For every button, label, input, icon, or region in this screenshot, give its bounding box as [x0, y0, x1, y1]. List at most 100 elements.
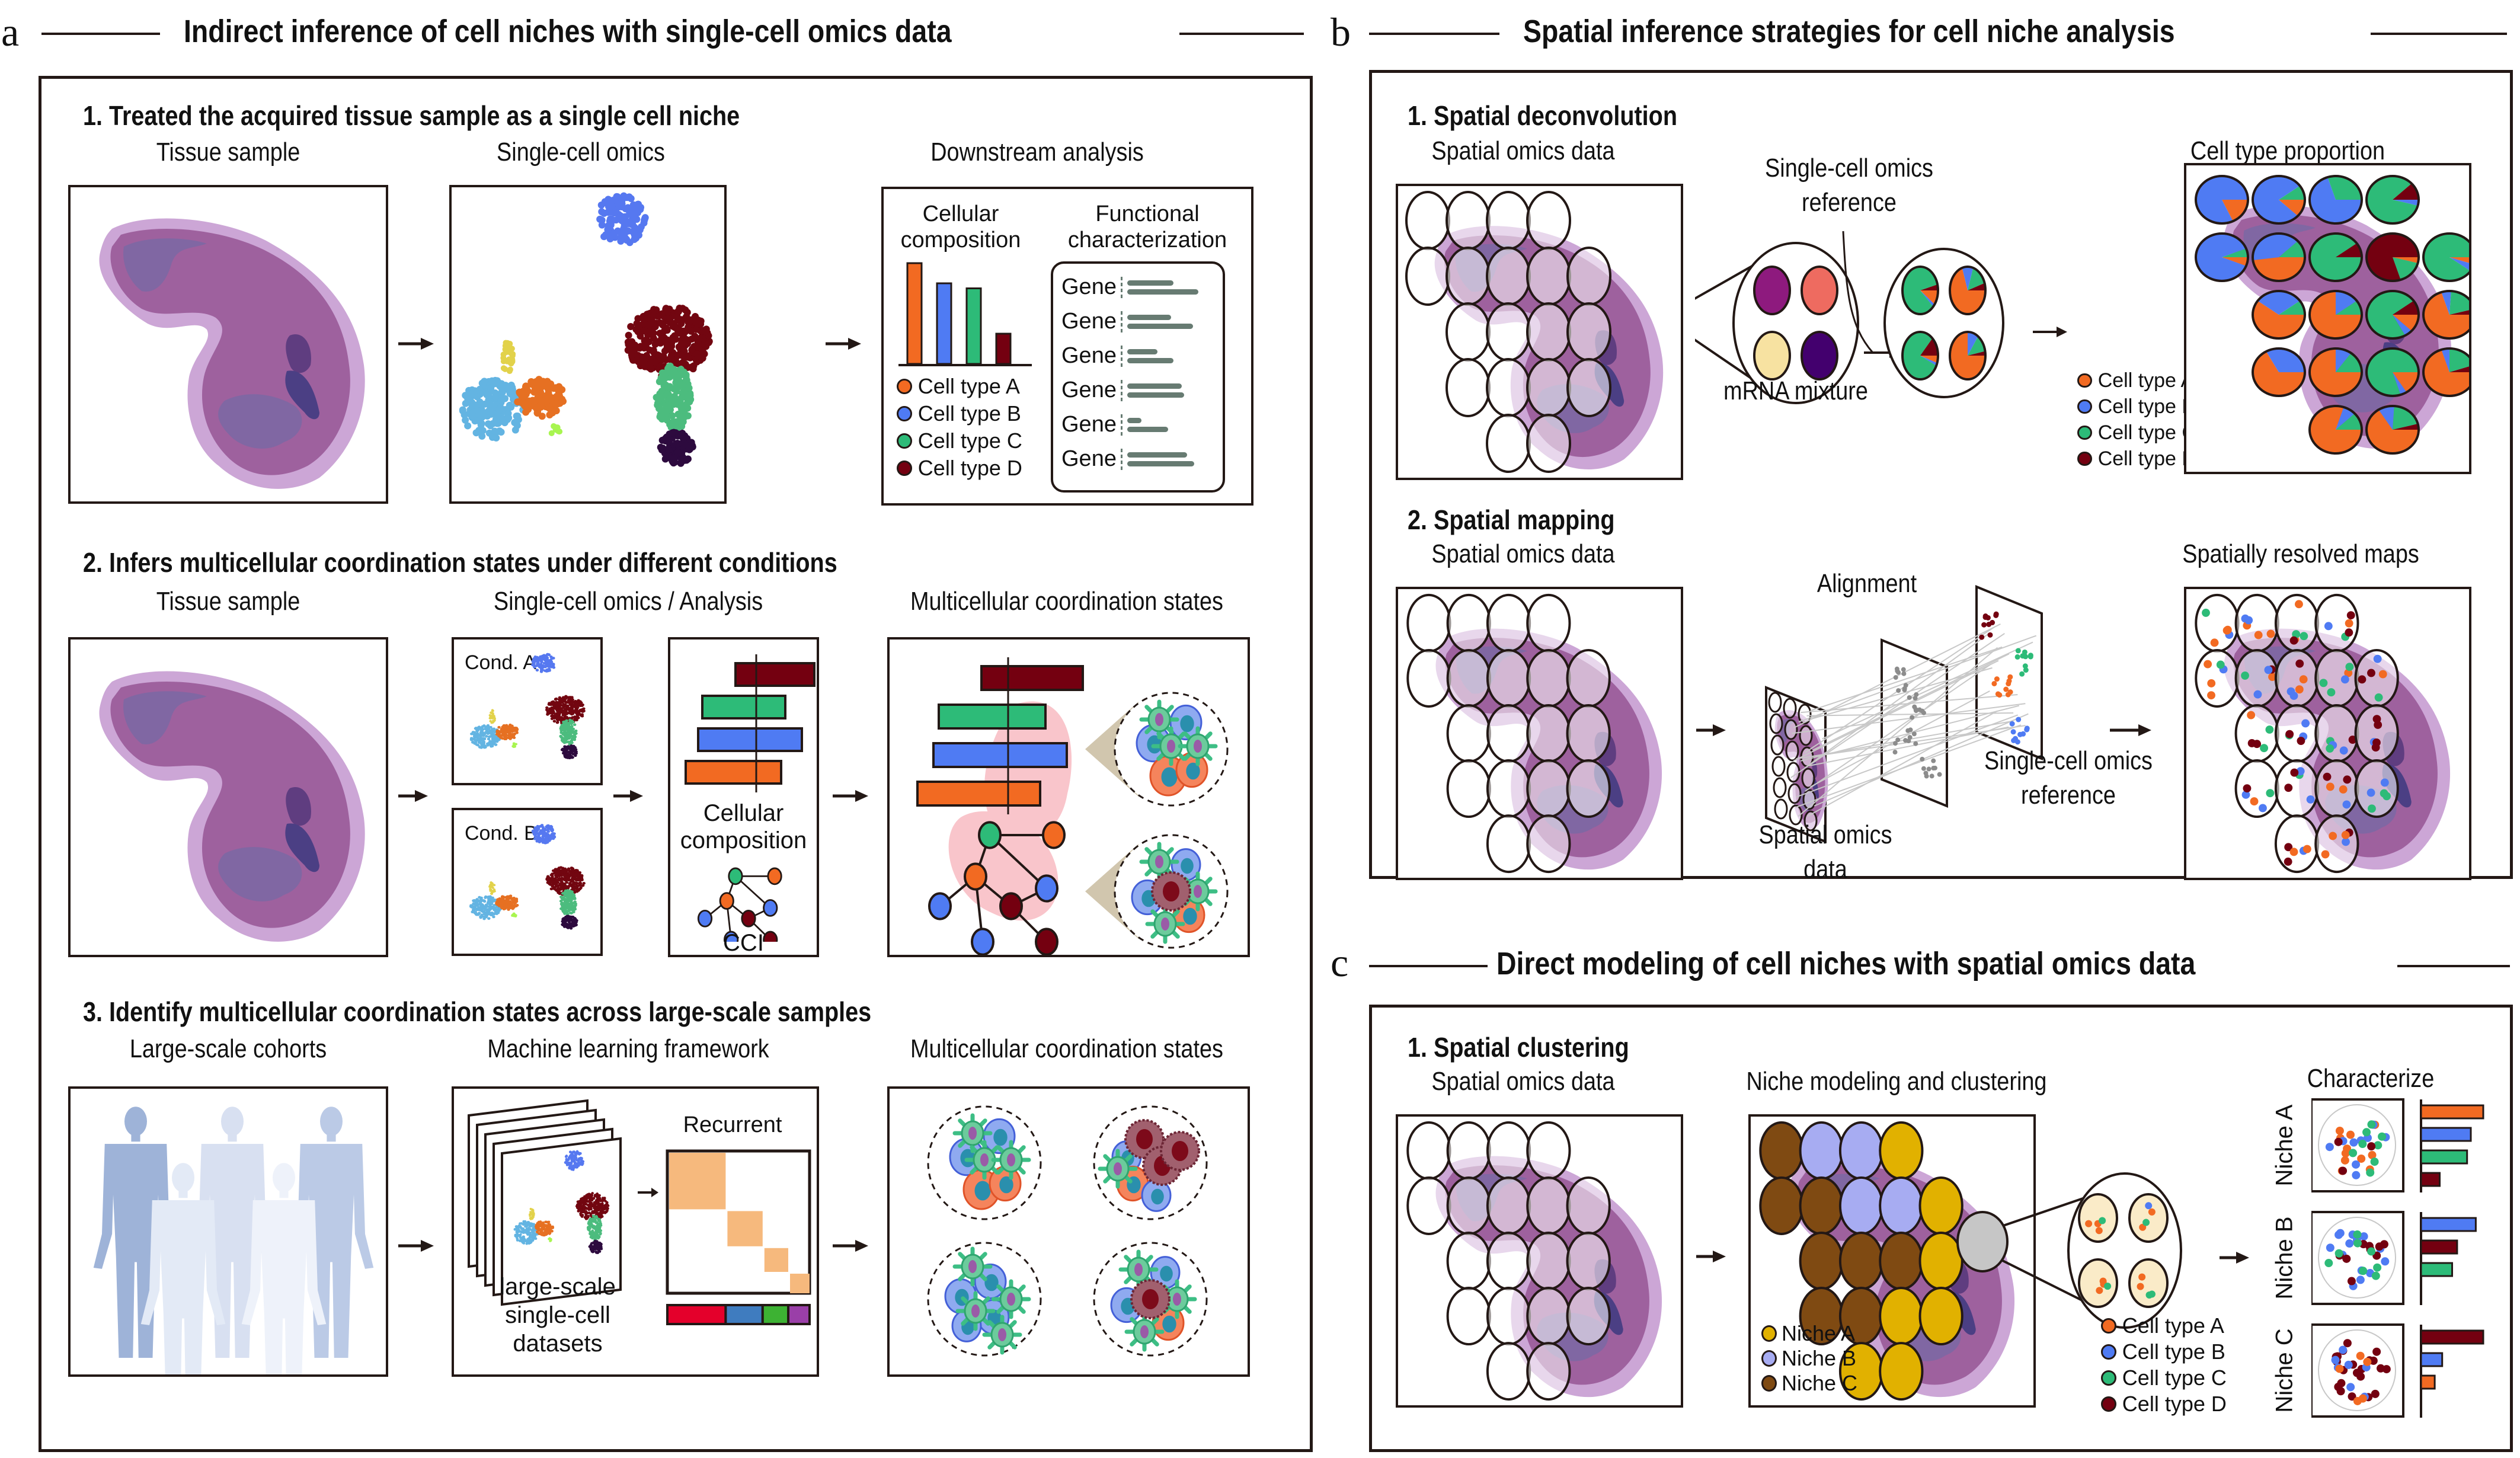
- umap-point: [579, 1161, 583, 1164]
- umap-point: [571, 716, 574, 719]
- network-node: [1042, 821, 1066, 849]
- umap-point: [619, 218, 626, 225]
- mini-pie: [1901, 266, 1939, 315]
- tumor-cell-nucleus: [1163, 881, 1179, 901]
- mini-spot: [1784, 719, 1798, 740]
- umap-point: [699, 347, 706, 355]
- arrow-icon: [2057, 327, 2067, 337]
- t-cell-nucleus: [1160, 1265, 1173, 1282]
- umap-point: [540, 660, 543, 664]
- reference-point: [2024, 725, 2030, 731]
- reference-point: [2017, 731, 2023, 737]
- cell-dot: [2358, 675, 2367, 684]
- spatial-spot: [1526, 648, 1571, 708]
- umap-point: [634, 205, 642, 213]
- pie-outline: [2422, 347, 2469, 397]
- umap-point: [584, 1206, 587, 1210]
- latent-point: [1911, 731, 1917, 737]
- umap-point: [669, 429, 676, 437]
- cell-dot: [2247, 711, 2256, 720]
- pie-slice: [2449, 257, 2469, 270]
- umap-point: [507, 734, 511, 737]
- umap-point: [597, 201, 605, 209]
- umap-point: [635, 358, 642, 366]
- umap-point: [557, 701, 561, 704]
- section-c1-title: 1. Spatial clustering: [1408, 1032, 1629, 1063]
- umap-point: [551, 834, 554, 837]
- coordination-states-box: [887, 1086, 1250, 1377]
- cell-dot: [2241, 671, 2249, 680]
- latent-point: [1923, 770, 1929, 776]
- umap-point: [469, 738, 474, 741]
- cell-dot: [2341, 830, 2350, 839]
- umap-point: [485, 734, 488, 738]
- umap-point: [482, 737, 487, 741]
- umap-point: [590, 1194, 594, 1197]
- umap-point: [622, 235, 629, 242]
- umap-point: [531, 1231, 534, 1235]
- functional-label: Functional characterization: [1047, 201, 1248, 253]
- umap-point: [545, 878, 549, 881]
- cell-dot: [2264, 666, 2273, 674]
- annotation-block: [761, 1304, 789, 1325]
- spatial-spot: [1486, 759, 1531, 818]
- umap-point: [577, 1203, 580, 1206]
- umap-point: [551, 701, 555, 704]
- reference-point: [1979, 634, 1985, 640]
- gene-expression-bars: [1121, 379, 1184, 401]
- alignment-line: [1809, 690, 1990, 788]
- umap-point: [503, 906, 507, 910]
- reference-label: Single-cell omics reference: [1966, 744, 2170, 813]
- umap-point: [570, 744, 573, 747]
- person-silhouette: [241, 1163, 327, 1374]
- umap-point: [674, 327, 682, 334]
- umap-point: [686, 446, 693, 453]
- legend-label: Cell type C: [917, 429, 1022, 453]
- latent-point: [1908, 727, 1913, 733]
- proportion-pie: [2308, 175, 2363, 225]
- cell-dot: [2295, 685, 2304, 694]
- umap-point: [536, 661, 540, 664]
- spatial-spot: [1446, 704, 1491, 763]
- pie-slice: [2367, 234, 2419, 282]
- latent-point: [1910, 715, 1915, 720]
- umap-point: [534, 832, 538, 835]
- umap-point: [594, 1229, 598, 1232]
- pie-slice: [2222, 200, 2248, 222]
- resolved-spot: [2354, 759, 2399, 818]
- umap-point: [571, 698, 574, 701]
- dendritic-cell-nucleus: [1007, 1293, 1015, 1306]
- coordination-states-box: [887, 637, 1250, 957]
- body: [241, 1200, 327, 1374]
- pie-slice: [2393, 300, 2419, 315]
- diverging-bar: [916, 781, 1041, 807]
- umap-point: [531, 663, 535, 667]
- umap-point: [695, 343, 702, 351]
- umap-point: [565, 916, 568, 920]
- umap-point: [509, 346, 515, 352]
- cell-dot: [2367, 788, 2375, 797]
- coordination-states-grid: [927, 1105, 1208, 1357]
- composition-label-line: Cellular: [703, 800, 784, 826]
- arrow-icon: [613, 789, 643, 803]
- umap-point: [568, 882, 571, 885]
- pie-slice: [2279, 200, 2305, 216]
- cell-dot: [2250, 797, 2259, 805]
- body: [190, 1144, 275, 1358]
- cell-dot: [2373, 654, 2382, 663]
- spatial-spot: [1446, 358, 1491, 417]
- resolved-spot: [2234, 759, 2279, 818]
- col-label: Single-cell omics: [497, 138, 665, 167]
- umap-point: [597, 1248, 600, 1251]
- mini-pie: [1949, 331, 1987, 381]
- resolved-map-spots: [2195, 593, 2451, 874]
- spatial-spot: [1486, 648, 1531, 708]
- cell-dot: [2324, 622, 2333, 631]
- umap-point: [535, 669, 539, 672]
- spatial-spots: [1406, 1121, 1662, 1401]
- umap-point: [573, 900, 577, 904]
- umap-point: [571, 1164, 575, 1168]
- umap-point: [656, 390, 664, 398]
- gene-label: Gene: [1061, 343, 1117, 368]
- umap-point: [532, 1234, 535, 1237]
